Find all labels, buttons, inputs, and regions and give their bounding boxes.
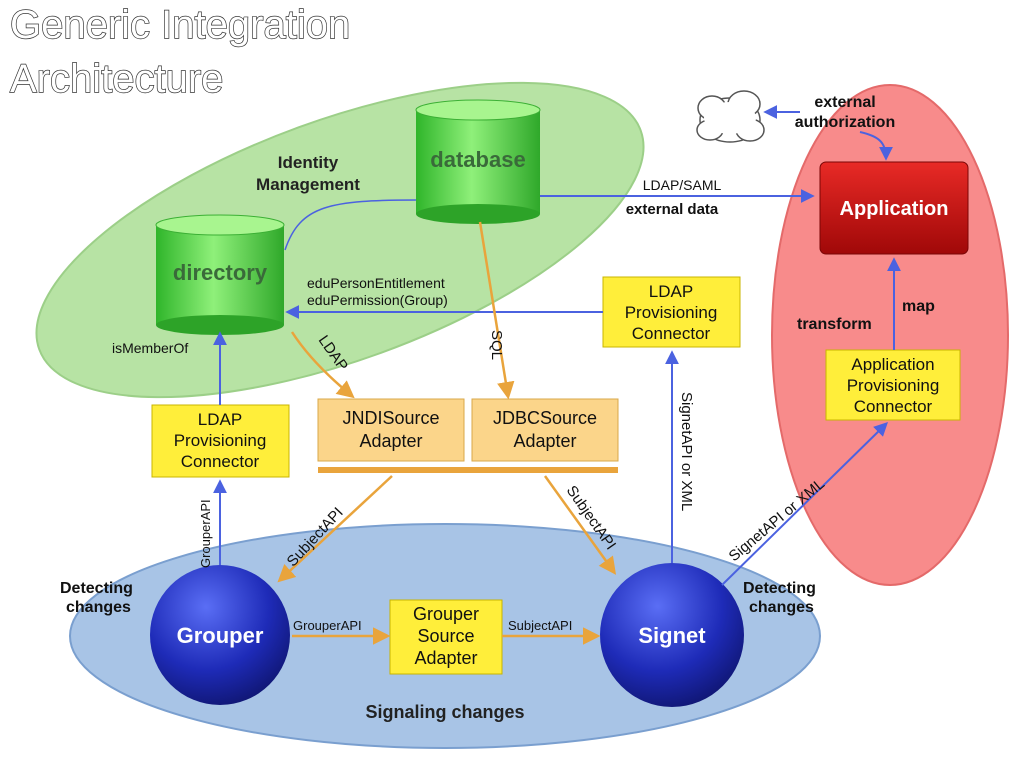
database-label: database (430, 147, 525, 172)
grouper-source-line2: Source (417, 626, 474, 646)
jndi-adapter-box (317, 398, 465, 462)
app-connector-line1: Application (851, 355, 934, 374)
ldap-connector-left-box (151, 404, 290, 478)
ldap-connector-top-box (602, 276, 741, 348)
page-title-line2: Architecture (10, 57, 223, 101)
external-authorization-label-1: external (814, 94, 875, 111)
grouper-source-line3: Adapter (414, 648, 477, 668)
grouper-source-adapter-box (389, 599, 503, 675)
identity-management-label-2: Management (256, 175, 360, 194)
detecting-changes-right-1: Detecting (743, 580, 816, 597)
jdbc-adapter-line2: Adapter (513, 431, 576, 451)
signet-label: Signet (638, 623, 706, 648)
cloud-icon (696, 90, 765, 143)
ldap-connector-top-line1: LDAP (649, 282, 693, 301)
directory-to-jndi-arrow (290, 331, 355, 399)
subject-api-horizontal-label: SubjectAPI (508, 618, 572, 633)
database-to-jdbc-arrow (478, 221, 515, 400)
directory-label: directory (173, 260, 268, 285)
ldap-connector-left-line3: Connector (181, 452, 260, 471)
application-box (819, 161, 969, 255)
application-label: Application (840, 198, 949, 220)
ldap-saml-label: LDAP/SAML (643, 177, 722, 193)
identity-management-label-1: Identity (278, 153, 339, 172)
ldap-connector-left-line2: Provisioning (174, 431, 267, 450)
detecting-changes-left-1: Detecting (60, 580, 133, 597)
jndi-adapter-line1: JNDISource (342, 408, 439, 428)
app-connector-line2: Provisioning (847, 376, 940, 395)
jndi-adapter-line2: Adapter (359, 431, 422, 451)
application-region (771, 84, 1009, 586)
ldap-connector-top-line3: Connector (632, 324, 711, 343)
adapters-to-grouper-arrow (277, 475, 393, 583)
ldap-connector-left-line1: LDAP (198, 410, 242, 429)
jdbc-adapter-box (471, 398, 619, 462)
ldap-connector-top-line2: Provisioning (625, 303, 718, 322)
grouper-label: Grouper (177, 623, 264, 648)
directory-to-database-line (284, 199, 419, 251)
database-cylinder (415, 99, 541, 224)
directory-cylinder (155, 214, 285, 335)
adapter-bar (318, 467, 618, 473)
grouper-source-line1: Grouper (413, 604, 479, 624)
grouper-api-vertical-label: GrouperAPI (198, 499, 213, 568)
edu-permission-label: eduPermission(Group) (307, 292, 448, 308)
detecting-changes-right-2: changes (749, 599, 814, 616)
detecting-changes-left-2: changes (66, 599, 131, 616)
signet-api-xml-vertical-label: SignetAPI or XML (678, 392, 695, 511)
authorization-to-application-arrow (859, 131, 893, 161)
sql-edge-label: SQL (488, 330, 505, 360)
transform-label: transform (797, 316, 872, 333)
map-label: map (902, 298, 935, 315)
is-member-of-label: isMemberOf (112, 340, 188, 356)
adapters-to-signet-arrow (543, 475, 617, 575)
app-connector-line3: Connector (854, 397, 933, 416)
signaling-changes-label: Signaling changes (365, 702, 524, 722)
edu-person-entitlement-label: eduPersonEntitlement (307, 275, 445, 291)
signet-to-app-connector-arrow (721, 422, 888, 586)
external-data-label: external data (626, 201, 719, 218)
grouper-sphere (150, 565, 290, 705)
app-connector-box (825, 349, 961, 421)
external-authorization-label-2: authorization (795, 114, 895, 131)
signet-sphere (600, 563, 744, 707)
grouper-api-horizontal-label: GrouperAPI (293, 618, 362, 633)
page-title-line1: Generic Integration (10, 3, 350, 47)
jdbc-adapter-line1: JDBCSource (493, 408, 597, 428)
